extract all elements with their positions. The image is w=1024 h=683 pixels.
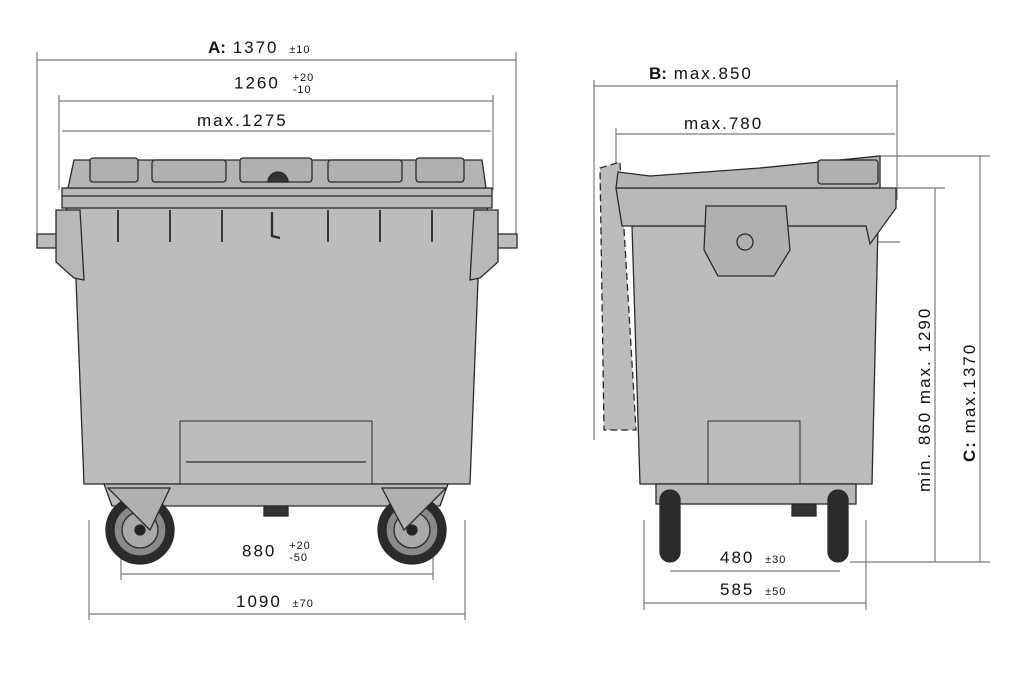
dim-1090-label: 1090 ±70 (236, 592, 314, 612)
dim-480-label: 480 ±30 (720, 548, 786, 568)
dim-1260-tolerance: +20 -10 (293, 72, 315, 96)
dim-585-value: 585 (720, 580, 755, 599)
dim-a-label: A: 1370 ±10 (208, 38, 311, 58)
dim-880-tol-plus: +20 (289, 540, 311, 552)
dim-max-780-label: max.780 (684, 114, 764, 133)
dim-c-label: C: max.1370 (960, 343, 980, 462)
dim-b-prefix: B: (649, 64, 667, 83)
dim-a-tolerance: ±10 (289, 44, 311, 56)
dim-1260-value: 1260 (234, 73, 280, 93)
dim-880-tolerance: +20 -50 (289, 540, 311, 564)
dim-b-value: max.850 (673, 64, 753, 83)
front-left-wheel (105, 487, 175, 565)
dim-880-tol-minus: -50 (289, 552, 309, 564)
dim-a-value: 1370 (232, 38, 279, 57)
dim-1090-tolerance: ±70 (292, 598, 314, 610)
dim-1260-label: 1260 +20 -10 (234, 72, 314, 96)
dim-c-value: max.1370 (960, 342, 979, 434)
dim-height-range-label: min. 860 max. 1290 (915, 306, 934, 492)
dim-max-1275-label: max.1275 (197, 111, 288, 130)
side-right-wheel (827, 489, 849, 563)
dim-a-prefix: A: (208, 38, 226, 57)
dim-1090-value: 1090 (236, 592, 282, 611)
front-right-wheel (377, 487, 448, 565)
dim-1260-tol-plus: +20 (292, 72, 315, 84)
side-view (599, 155, 897, 563)
dim-1260-tol-minus: -10 (292, 84, 312, 96)
dim-480-tolerance: ±30 (765, 554, 787, 566)
dim-585-label: 585 ±50 (720, 580, 786, 600)
dimension-lines (36, 52, 990, 620)
side-left-wheel (659, 489, 681, 563)
dim-b-label: B: max.850 (649, 64, 753, 84)
dim-880-label: 880 +20 -50 (242, 540, 311, 564)
front-view (36, 157, 518, 565)
dim-c-prefix: C: (960, 440, 979, 462)
dim-880-value: 880 (242, 541, 277, 561)
dim-585-tolerance: ±50 (765, 586, 787, 598)
dim-480-value: 480 (720, 548, 755, 567)
